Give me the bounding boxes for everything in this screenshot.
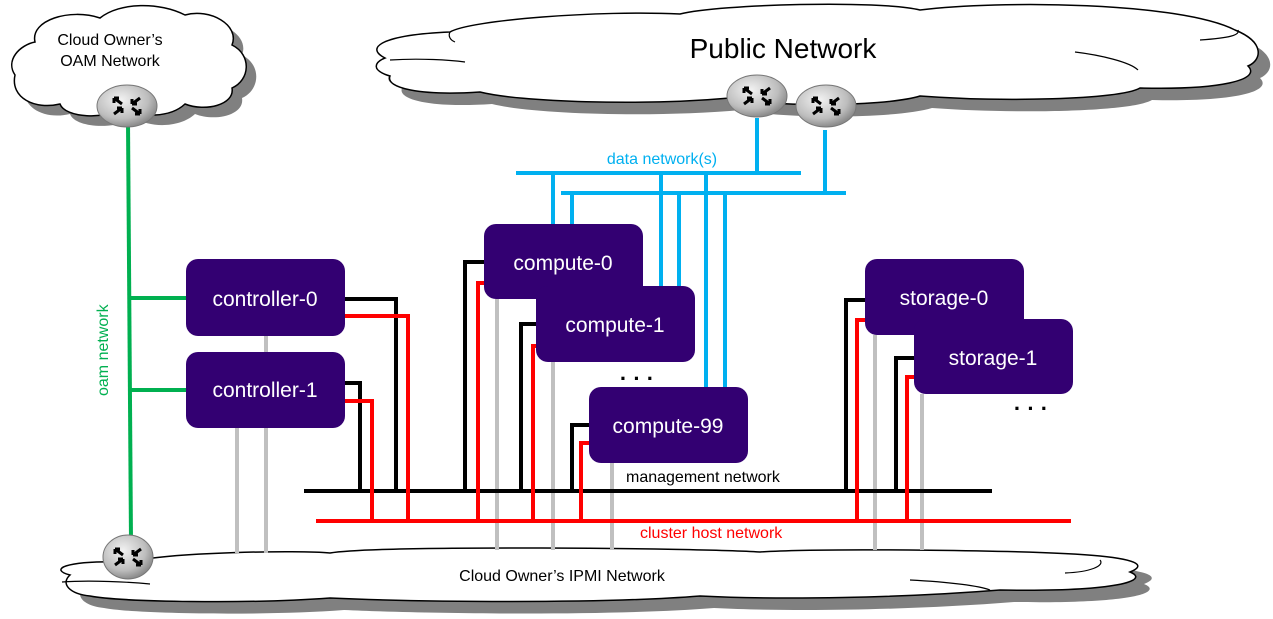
router-icon [726,74,788,118]
node-label: compute-0 [513,252,612,275]
node-controller-0[interactable]: controller-0 [186,259,345,336]
storage-ellipsis: · · · [1014,396,1048,421]
router-icon [96,84,158,128]
data-network-label: data network(s) [607,151,717,168]
ipmi-cloud-label: Cloud Owner’s IPMI Network [459,568,666,585]
ipmi-network-lines [235,299,924,553]
node-label: compute-99 [613,415,724,438]
node-label: compute-1 [565,314,664,337]
router-icon [795,84,857,128]
node-compute-99[interactable]: compute-99 [589,387,748,463]
node-label: controller-0 [212,288,317,311]
cluster-host-network-label: cluster host network [640,525,783,542]
node-controller-1[interactable]: controller-1 [186,352,345,428]
node-label: controller-1 [212,379,317,402]
node-label: storage-0 [900,287,989,310]
management-network-label: management network [626,469,781,486]
compute-ellipsis: · · · [620,366,654,391]
oam-cloud-label-line1: Cloud Owner’s [57,32,162,49]
node-compute-1[interactable]: compute-1 [536,286,695,362]
node-storage-1[interactable]: storage-1 [914,319,1073,394]
management-network-lines [304,260,992,493]
oam-network-lines [126,121,187,543]
node-storage-0[interactable]: storage-0 [865,259,1024,335]
data-network-lines [516,118,846,389]
public-network-cloud: Public Network [375,3,1271,117]
oam-cloud-label-line2: OAM Network [60,53,161,70]
node-label: storage-1 [949,347,1038,370]
oam-network-label: oam network [95,303,112,396]
node-compute-0[interactable]: compute-0 [484,224,643,299]
oam-network-cloud: Cloud Owner’s OAM Network [11,4,257,126]
router-icon [102,534,154,580]
public-cloud-label: Public Network [690,33,878,64]
ipmi-network-cloud: Cloud Owner’s IPMI Network [60,547,1152,614]
